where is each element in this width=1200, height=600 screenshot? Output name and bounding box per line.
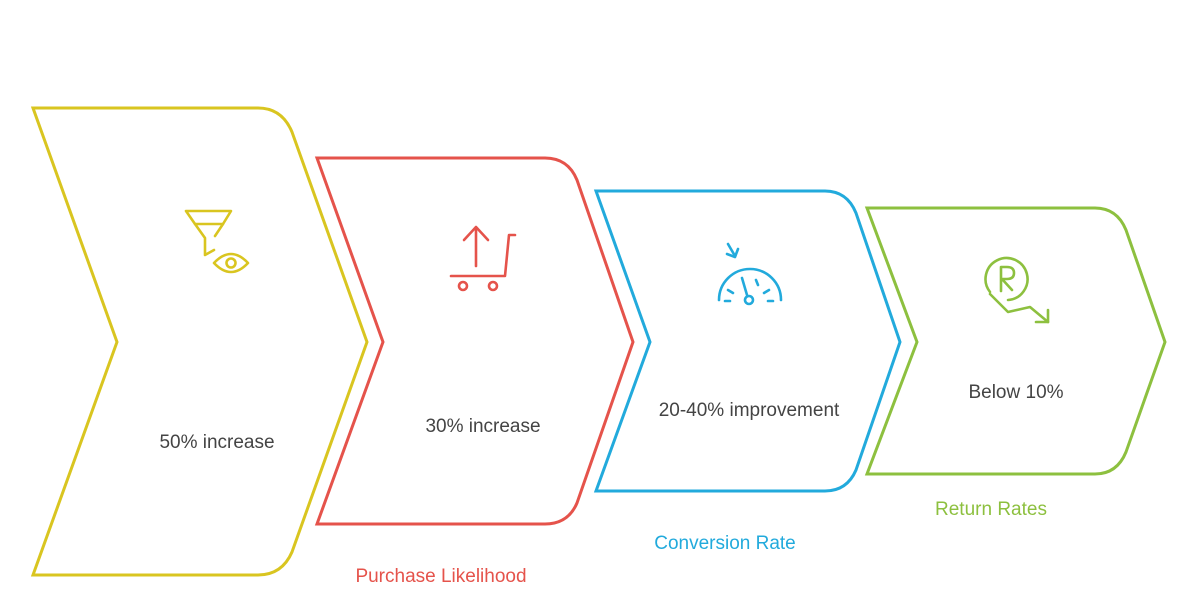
stage-3-label: Conversion Rate bbox=[654, 533, 796, 554]
stage-4-value: Below 10% bbox=[968, 382, 1063, 403]
stage-2: 30% increase Purchase Likelihood bbox=[314, 156, 635, 587]
stage-1: 50% increase bbox=[30, 106, 369, 577]
stage-2-label: Purchase Likelihood bbox=[355, 566, 526, 587]
speedometer-icon bbox=[717, 242, 783, 306]
stage-1-chevron bbox=[30, 106, 369, 577]
stage-2-value: 30% increase bbox=[425, 416, 540, 437]
stage-3: 20-40% improvement Conversion Rate bbox=[593, 189, 902, 554]
stage-3-chevron bbox=[593, 189, 902, 493]
funnel-eye-icon bbox=[184, 209, 250, 274]
stage-2-chevron bbox=[314, 156, 635, 526]
stage-4-chevron bbox=[864, 206, 1167, 476]
stage-1-value: 50% increase bbox=[159, 432, 274, 453]
cart-arrow-up-icon bbox=[449, 225, 517, 292]
stage-4-label: Return Rates bbox=[935, 499, 1047, 520]
stage-3-value: 20-40% improvement bbox=[659, 400, 840, 421]
stage-4: Below 10% Return Rates bbox=[864, 206, 1167, 520]
return-decrease-icon bbox=[984, 256, 1050, 324]
